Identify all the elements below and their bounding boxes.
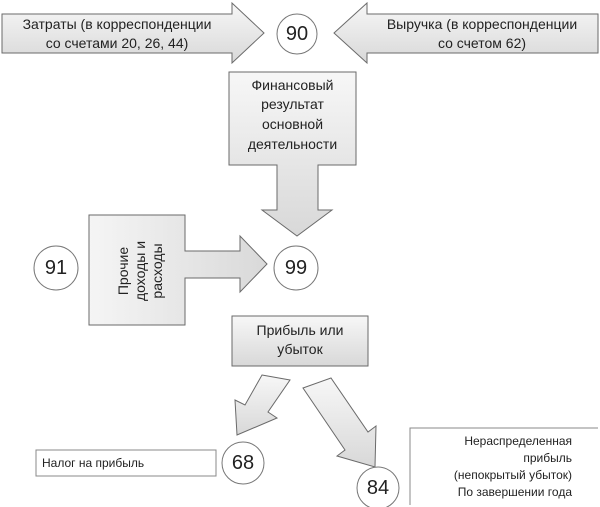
- other-income-line1: Прочие: [114, 246, 131, 296]
- account-90-label: 90: [285, 23, 309, 45]
- retained-line1: Нераспределенная: [464, 434, 572, 448]
- costs-label-line2: со счетами 20, 26, 44): [45, 35, 189, 51]
- profit-loss-box: [231, 315, 369, 367]
- financial-result-line1: Финансовый: [251, 77, 334, 93]
- revenue-label-line1: Выручка (в корреспонденции: [386, 16, 578, 32]
- account-91-label: 91: [44, 257, 68, 279]
- other-income-arrow: [88, 214, 268, 326]
- account-99-label: 99: [284, 257, 308, 279]
- retained-arrow: [302, 377, 377, 468]
- profit-line2: убыток: [277, 341, 323, 357]
- account-84-circle: [356, 466, 400, 507]
- account-68-label: 68: [231, 452, 255, 474]
- revenue-label-line2: со счетом 62): [437, 35, 527, 51]
- financial-result-arrow: [228, 71, 357, 237]
- financial-result-line4: деятельности: [247, 136, 338, 152]
- account-91-circle: [33, 245, 79, 291]
- other-income-text: Прочие доходы и расходы: [92, 223, 188, 319]
- costs-label-line1: Затраты (в корреспонденции: [22, 16, 212, 32]
- retained-box-border: [409, 427, 598, 505]
- retained-line2: прибыль: [523, 451, 572, 465]
- other-income-line3: расходы: [148, 243, 165, 299]
- revenue-arrow: [333, 1, 599, 65]
- profit-line1: Прибыль или: [256, 322, 344, 338]
- other-income-line2: доходы и: [131, 240, 148, 302]
- tax-label: Налог на прибыль: [42, 456, 145, 470]
- account-68-circle: [221, 441, 265, 485]
- financial-result-line3: основной: [261, 116, 324, 132]
- financial-result-line2: результат: [261, 96, 324, 112]
- account-99-circle: [273, 245, 319, 291]
- tax-arrow: [234, 374, 291, 436]
- costs-arrow: [1, 1, 265, 65]
- retained-line3: (непокрытый убыток): [453, 468, 572, 482]
- tax-label-box: [35, 449, 217, 477]
- retained-line4: По завершении года: [457, 485, 572, 499]
- account-84-label: 84: [366, 477, 390, 499]
- account-90-circle: [276, 13, 318, 55]
